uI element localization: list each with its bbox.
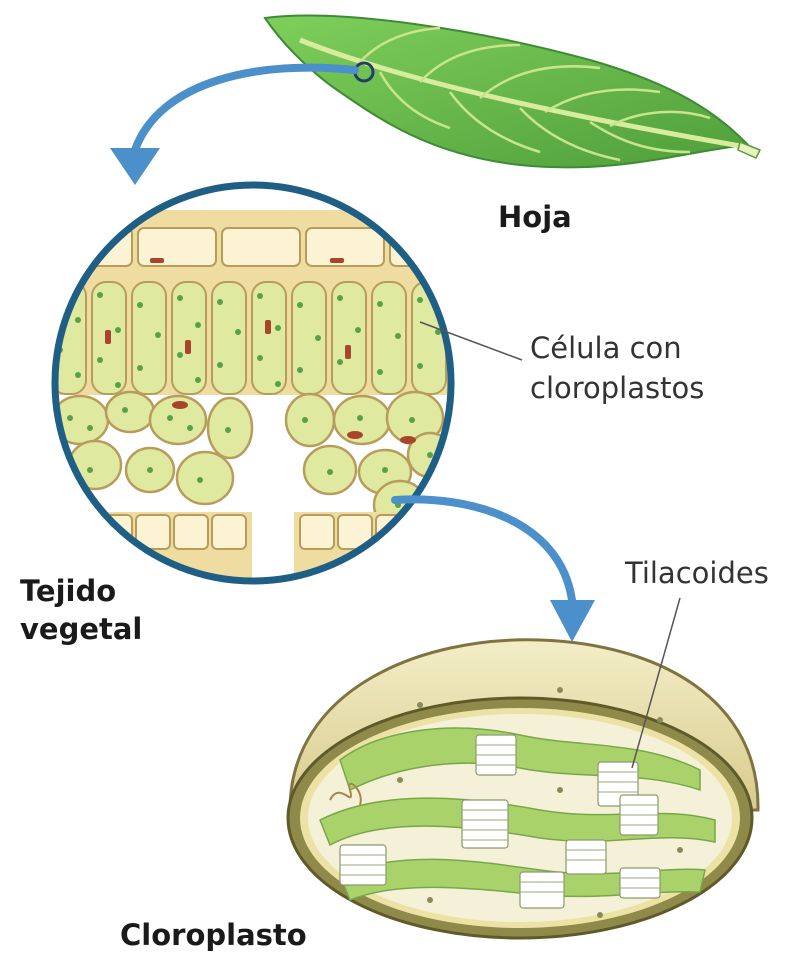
tissue-label-line1: Tejido bbox=[20, 572, 142, 610]
tissue-magnification bbox=[40, 185, 470, 585]
leaf-illustration bbox=[265, 16, 760, 168]
cell-label-line1: Célula con bbox=[530, 328, 704, 368]
cell-label: Célula con cloroplastos bbox=[530, 328, 704, 408]
arrow-tissue-to-chloroplast bbox=[395, 499, 572, 600]
arrow-head-chloroplast bbox=[550, 600, 595, 642]
chloroplast-illustration bbox=[288, 640, 758, 938]
leaf-label: Hoja bbox=[498, 200, 572, 234]
arrow-head-tissue bbox=[110, 148, 160, 185]
tissue-label-line2: vegetal bbox=[20, 610, 142, 648]
chloroplast-label: Cloroplasto bbox=[120, 918, 307, 952]
tissue-label: Tejido vegetal bbox=[20, 572, 142, 648]
thylakoids-label: Tilacoides bbox=[625, 556, 769, 590]
cell-label-line2: cloroplastos bbox=[530, 368, 704, 408]
